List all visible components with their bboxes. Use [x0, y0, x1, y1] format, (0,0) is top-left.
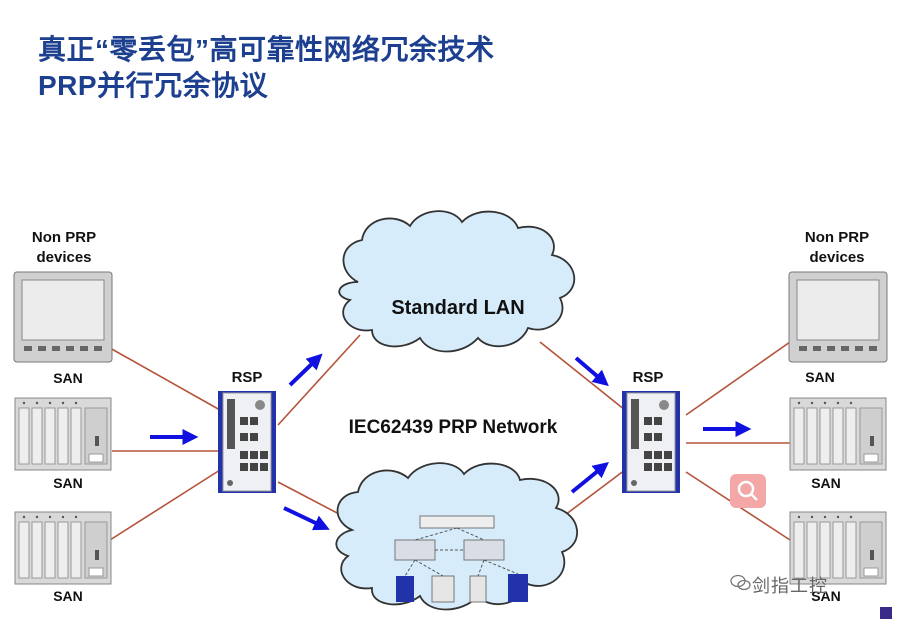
non-prp-label-right-1: Non PRP	[805, 229, 869, 246]
wechat-icon	[730, 574, 751, 591]
watermark: 剑指工控	[752, 576, 828, 597]
san-rack-icon	[14, 511, 112, 585]
non-prp-label-right-2: devices	[809, 249, 864, 266]
san-label: SAN	[805, 369, 835, 385]
standard-lan-label: Standard LAN	[391, 297, 524, 319]
page-title: 真正“零丢包”高可靠性网络冗余技术	[38, 34, 495, 65]
san-rack-icon	[14, 397, 112, 471]
network-devices	[394, 515, 528, 603]
rsp-switch-icon	[217, 390, 277, 494]
corner-mark	[880, 607, 892, 619]
flow-arrows	[150, 353, 752, 531]
monitor-icon	[13, 271, 113, 363]
page-subtitle: PRP并行冗余协议	[38, 70, 269, 101]
san-rack-icon	[789, 397, 887, 471]
link-lines	[109, 334, 791, 541]
prp-network-label: IEC62439 PRP Network	[349, 417, 558, 438]
san-label: SAN	[53, 370, 83, 386]
san-label: SAN	[811, 475, 841, 491]
rsp-label: RSP	[633, 369, 664, 386]
non-prp-label-left-2: devices	[36, 249, 91, 266]
cloud-icon	[338, 210, 576, 353]
non-prp-label-left-1: Non PRP	[32, 229, 96, 246]
monitor-icon	[788, 271, 888, 363]
san-label: SAN	[53, 475, 83, 491]
cloud-icon	[335, 462, 579, 611]
search-icon[interactable]	[730, 474, 766, 508]
san-label: SAN	[811, 588, 841, 604]
rsp-label: RSP	[232, 369, 263, 386]
san-label: SAN	[53, 588, 83, 604]
rsp-switch-icon	[621, 390, 681, 494]
